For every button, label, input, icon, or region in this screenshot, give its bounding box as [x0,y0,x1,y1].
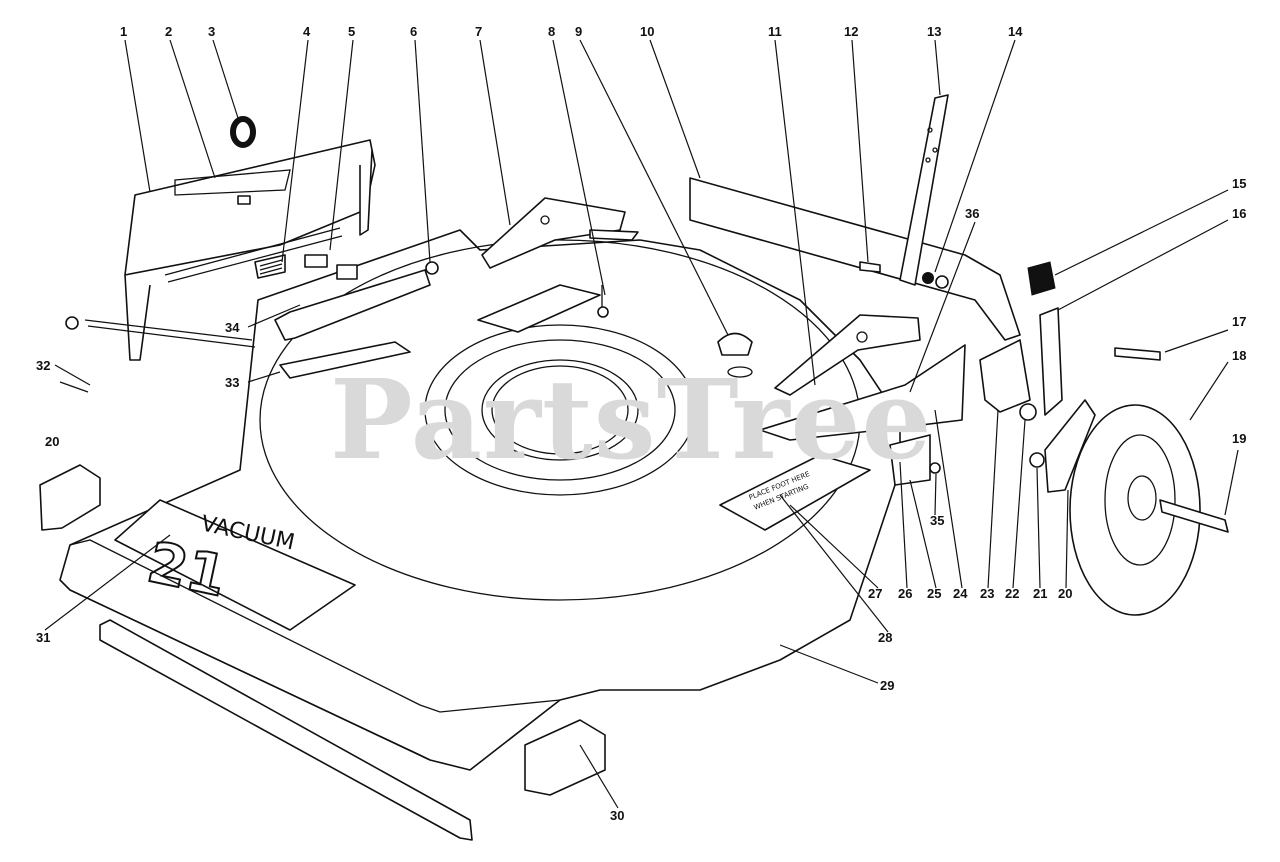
callout-27: 27 [868,586,882,601]
callout-13: 13 [927,24,941,39]
callout-32: 32 [36,358,50,373]
callout-7: 7 [475,24,482,39]
label-strip [279,341,411,379]
callout-labels: 1 2 3 4 5 6 7 8 9 10 11 12 13 14 15 16 1… [36,24,1246,823]
bolt-17 [1114,347,1161,361]
callout-21: 21 [1033,586,1047,601]
bolt-12 [859,261,881,273]
callout-22: 22 [1005,586,1019,601]
callout-18: 18 [1232,348,1246,363]
washer-36 [935,275,949,289]
callout-9: 9 [575,24,582,39]
callout-2: 2 [165,24,172,39]
callout-36: 36 [965,206,979,221]
callout-19: 19 [1232,431,1246,446]
callout-10: 10 [640,24,654,39]
plate-left [477,284,601,333]
washer-14 [922,272,934,284]
vacuum-21-decal: VACUUM 21 [114,499,356,631]
rear-bracket [274,269,431,341]
callout-11: 11 [768,24,782,39]
callout-20-right: 20 [1058,586,1072,601]
callout-23: 23 [980,586,994,601]
axle-rod [65,316,256,348]
callout-31: 31 [36,630,50,645]
callout-25: 25 [927,586,941,601]
callout-14: 14 [1008,24,1023,39]
nut-35 [929,462,941,474]
axle-bolt [1159,499,1229,533]
callout-16: 16 [1232,206,1246,221]
oil-cap [717,332,753,378]
adjuster-gear [979,339,1031,413]
wheel-bracket-left [39,464,101,531]
callout-30: 30 [610,808,624,823]
handle-arm [899,94,949,286]
callout-4: 4 [303,24,311,39]
callout-17: 17 [1232,314,1246,329]
nut-6 [425,261,439,275]
side-skirt [99,619,473,841]
washer-ring [230,116,256,148]
washer-22 [1019,403,1037,421]
callout-6: 6 [410,24,417,39]
callout-8: 8 [548,24,555,39]
callout-24: 24 [953,586,968,601]
rear-wheel [1069,404,1201,616]
hinge-rod-assembly [164,227,358,283]
front-bracket [524,719,606,796]
callout-5: 5 [348,24,355,39]
callout-1: 1 [120,24,127,39]
screw-8-head [597,306,609,318]
callout-3: 3 [208,24,215,39]
callout-15: 15 [1232,176,1246,191]
callout-28: 28 [878,630,892,645]
height-bracket-right [759,314,966,441]
nut-21 [1029,452,1045,468]
callout-34: 34 [225,320,240,335]
callout-35: 35 [930,513,944,528]
callout-26: 26 [898,586,912,601]
callout-20-left: 20 [45,434,59,449]
callout-33: 33 [225,375,239,390]
leader-lines [44,39,1239,809]
rear-flap [689,177,1021,341]
callout-29: 29 [880,678,894,693]
knob-15 [1027,261,1056,296]
rear-baffle [124,139,376,361]
plate-16 [1039,307,1063,416]
callout-12: 12 [844,24,858,39]
